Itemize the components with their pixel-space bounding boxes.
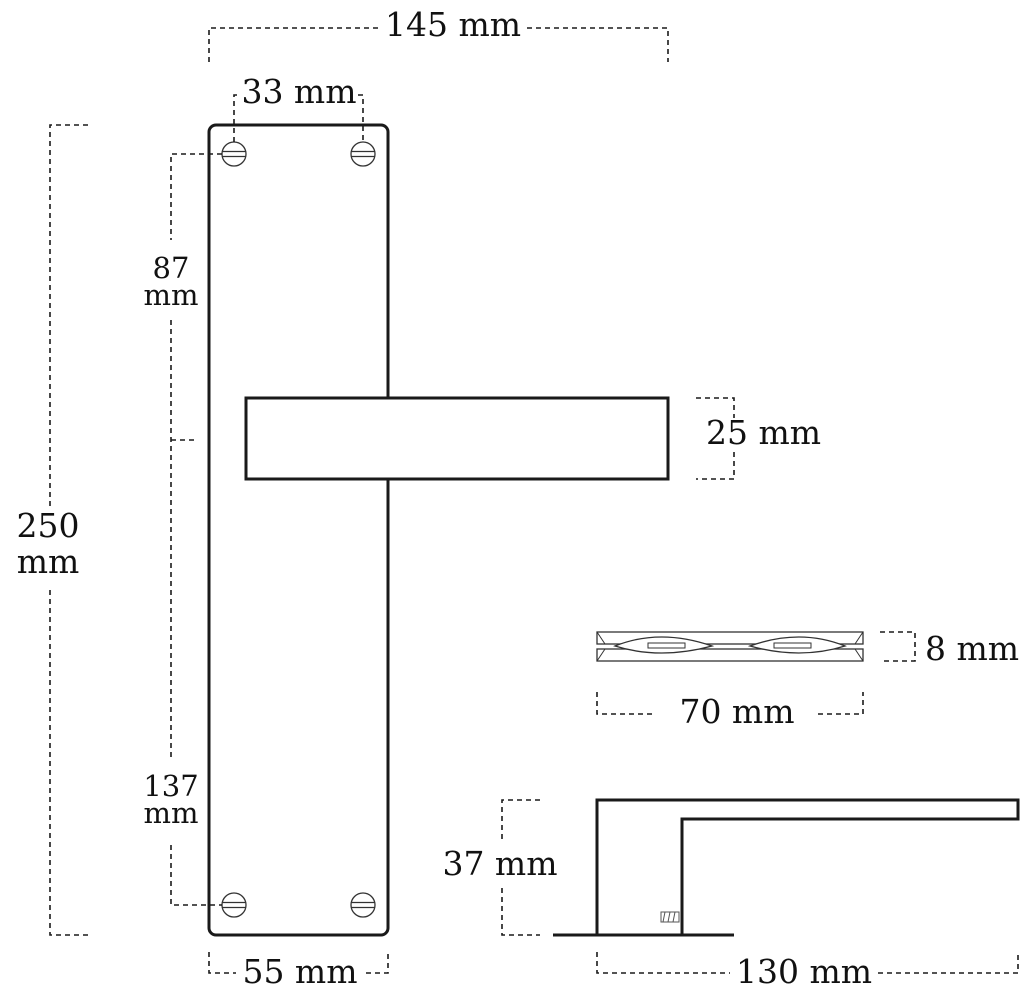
plate-width-label: 55 mm [242,952,357,991]
lever-height-label: 25 mm [706,413,821,452]
spindle-thickness-label: 8 mm [925,629,1019,668]
projection-label: 37 mm [442,844,557,883]
plate-height-label-unit: mm [17,542,80,581]
screw-spacing-label: 33 mm [241,72,356,111]
dimension-lever-length: 130 mm [596,952,1019,991]
lever-to-bottom-screw-unit: mm [144,796,199,830]
side-view [553,798,1020,937]
lever-to-bottom-screw-number: 137 [143,769,198,803]
dimension-overall-width: 145 mm [208,5,669,62]
dimension-plate-height: 250 mm [17,124,88,936]
screw-icon-top-right [350,141,376,167]
top-screw-to-lever-number: 87 [153,251,190,285]
backplate [207,123,390,937]
spindle [596,631,864,662]
dimension-spindle-thickness: 8 mm [880,629,1019,668]
lever-length-label: 130 mm [736,952,872,991]
screw-icon-bottom-left [221,892,247,918]
dimension-projection: 37 mm [442,799,558,936]
grub-screw-icon [660,911,680,923]
lever-side-profile [595,798,1020,935]
dimension-plate-width: 55 mm [208,952,389,991]
dimension-spindle-length: 70 mm [596,692,864,731]
spindle-length-label: 70 mm [679,692,794,731]
dimension-screw-spacing: 33 mm [233,72,364,142]
screw-icon-bottom-right [350,892,376,918]
front-view [207,123,670,937]
dimension-lever-height: 25 mm [696,397,821,480]
overall-width-label: 145 mm [385,5,521,44]
plate-height-label-number: 250 [17,506,80,545]
top-screw-to-lever-unit: mm [144,278,199,312]
lever-front [244,396,670,481]
dimension-screw-to-lever: 87 mm 137 mm [143,153,222,906]
screw-icon-top-left [221,141,247,167]
